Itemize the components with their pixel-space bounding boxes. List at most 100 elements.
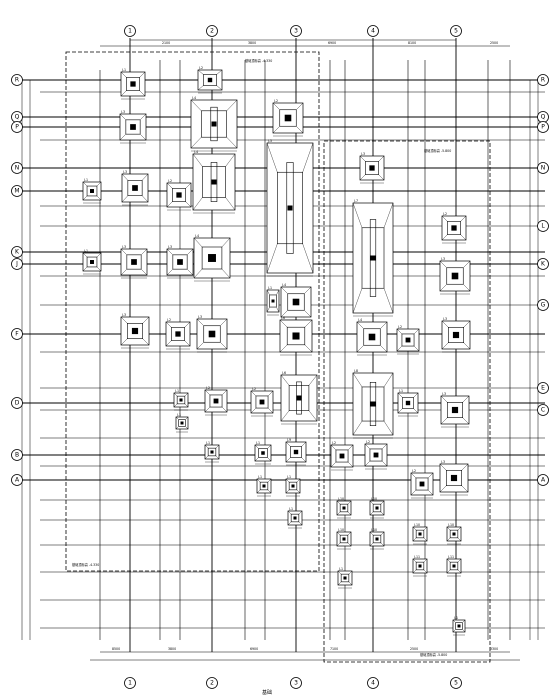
axis-col-1-bottom: 1 [128, 680, 132, 687]
footing-label: J-1 [83, 249, 88, 253]
footing-J-1-35: J-1 [204, 441, 220, 463]
footing-label: J-2 [331, 441, 336, 445]
footing-J-10-45: J-10 [336, 497, 352, 519]
footing-label: J-3 [121, 313, 126, 317]
axis-row-left-P: P [15, 124, 19, 131]
footing-J-4-3: J-4 [190, 96, 238, 152]
footing-J-1-19: J-1 [266, 286, 280, 316]
footing-label: J-1 [83, 178, 88, 182]
footing-J-1-34: J-1 [175, 413, 189, 433]
footing-label: J-10 [370, 528, 377, 532]
footing-J-11-51: J-11 [412, 555, 428, 577]
zone-label-top-left: 基础顶标高 -4.330 [245, 58, 272, 63]
elevation-zones: 基础顶标高 -4.330 基础顶标高 -4.330 基础顶标高 -5.800 基… [65, 51, 491, 663]
footing-label: J-1 [398, 389, 403, 393]
footing-J-2-39: J-2 [364, 440, 388, 470]
footing-J-2-31: J-2 [250, 387, 274, 417]
footing-J-10-46: J-10 [369, 497, 385, 519]
dim-top-5: 2500 [490, 41, 498, 45]
footing-J-10-50: J-10 [446, 523, 462, 545]
footing-J-1-13: J-1 [82, 249, 102, 275]
footing-label: J-1 [176, 413, 181, 417]
footing-label: J-1 [288, 507, 293, 511]
axis-row-right-E: E [541, 385, 545, 392]
footing-label: J-1 [338, 567, 343, 571]
footing-label: J-11 [447, 555, 454, 559]
axis-row-left-F: F [15, 331, 19, 338]
footing-label: J-3 [440, 257, 445, 261]
footing-J-2-4: J-2 [272, 99, 304, 137]
axis-row-right-A: A [541, 477, 546, 484]
footing-J-6-18: J-6 [279, 316, 313, 356]
footing-J-6-30: J-6 [280, 371, 318, 425]
axis-col-4-top: 4 [371, 28, 375, 35]
zone-label-bottom-left: 基础顶标高 -4.330 [72, 562, 99, 567]
footing-label: J-10 [337, 497, 344, 501]
footing-label: J-3 [120, 110, 125, 114]
footing-label: J-10 [337, 528, 344, 532]
footing-label: J-1 [286, 475, 291, 479]
footing-J-1-42: J-1 [256, 475, 272, 497]
axis-row-right-G: G [541, 302, 546, 309]
footing-label: J-2 [167, 179, 172, 183]
footing-J-3-11: J-3 [166, 245, 194, 279]
axis-row-left-J: J [15, 261, 18, 268]
dim-top-3: 6900 [328, 41, 336, 45]
footing-J-8-27: J-8 [352, 369, 394, 439]
axis-col-5-bottom: 5 [454, 680, 458, 687]
footing-label: J-1 [257, 475, 262, 479]
footing-J-3-24: J-3 [441, 317, 471, 353]
footing-J-1-43: J-1 [285, 475, 301, 497]
footing-J-9-37: J-9 [285, 438, 307, 466]
footing-J-11-52: J-11 [446, 555, 462, 577]
footing-J-3-41: J-3 [439, 460, 469, 496]
dim-bottom-5: 2500 [410, 647, 418, 651]
axis-row-right-R: R [541, 77, 545, 84]
footing-J-2-26: J-2 [396, 325, 420, 355]
axis-row-left-B: B [15, 452, 19, 459]
footing-J-1-0: J-1 [120, 68, 146, 100]
axis-row-left-D: D [15, 400, 20, 407]
axis-col-5-top: 5 [454, 28, 458, 35]
dim-bottom-1: 8500 [112, 647, 120, 651]
axis-row-left-A: A [15, 477, 20, 484]
footing-label: J-2 [273, 99, 278, 103]
footing-label: J-6 [281, 371, 286, 375]
footing-J-2-9: J-2 [166, 179, 192, 211]
zone-right [323, 140, 491, 663]
footing-J-10-49: J-10 [412, 523, 428, 545]
column-axis-bubbles: 1 2 3 4 5 1 2 3 4 5 [124, 25, 462, 689]
footing-label: J-3 [442, 317, 447, 321]
zone-left [65, 51, 320, 572]
zone-label-right: 基础顶标高 -5.800 [424, 148, 451, 153]
footing-label: J-4 [281, 283, 286, 287]
footing-J-2-40: J-2 [410, 469, 434, 499]
drawing-bottom-label: 基础 [262, 689, 272, 696]
footing-label: J-2 [365, 440, 370, 444]
axis-row-right-K: K [541, 261, 546, 268]
axis-row-right-C: C [541, 407, 545, 414]
footing-J-2-1: J-2 [197, 66, 223, 94]
footing-label: J-3 [441, 392, 446, 396]
footing-label: J-3 [121, 245, 126, 249]
footing-label: J-1 [267, 286, 272, 290]
footing-J-10-48: J-10 [369, 528, 385, 550]
footing-J-2-38: J-2 [330, 441, 354, 471]
dim-bottom-4: 7100 [330, 647, 338, 651]
footing-label: J-2 [397, 325, 402, 329]
footing-label: J-4 [193, 150, 198, 154]
footing-J-1-8: J-1 [82, 178, 102, 204]
footing-label: J-9 [286, 438, 291, 442]
footing-J-4-12: J-4 [193, 234, 231, 282]
footing-J-2-15: J-2 [165, 318, 191, 350]
axis-col-2-top: 2 [210, 28, 214, 35]
footing-J-3-10: J-3 [120, 245, 148, 279]
axis-col-4-bottom: 4 [371, 680, 375, 687]
footing-J-5-7: J-5 [266, 139, 314, 277]
dim-bottom-2: 3800 [168, 647, 176, 651]
footing-J-4-17: J-4 [280, 283, 312, 321]
footing-label: J-2 [166, 318, 171, 322]
dimension-chains: 2100 3800 6900 8100 2500 8500 3800 6900 … [21, 39, 539, 661]
footing-label: J-3 [197, 315, 202, 319]
